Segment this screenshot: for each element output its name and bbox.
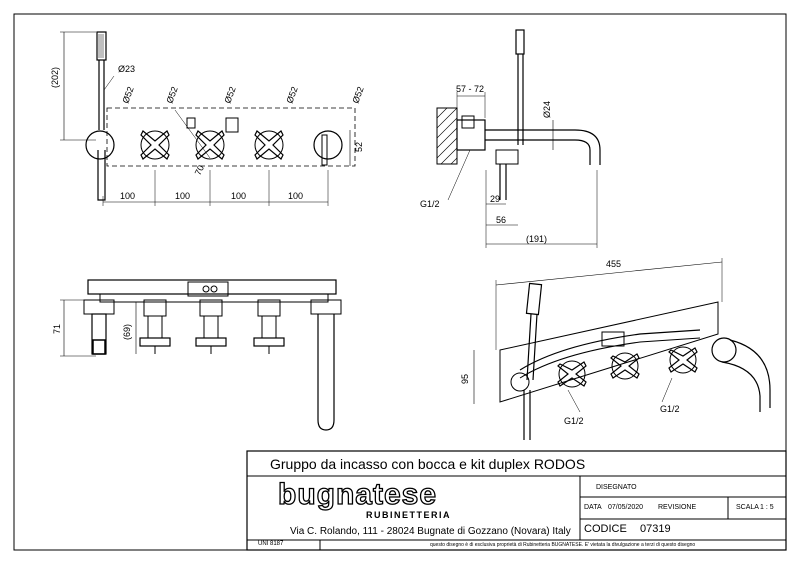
dim-57-72: 57 - 72 (456, 84, 484, 94)
codice-label: CODICE (584, 523, 627, 535)
dim-dia-52-d: Ø52 (284, 85, 299, 104)
dim-spacing-2: 100 (175, 191, 190, 201)
dim-dia-52-e: Ø52 (350, 85, 365, 104)
disegnato-label: DISEGNATO (596, 484, 637, 491)
iso-view-labels: 455 95 G1/2 G1/2 (460, 259, 680, 426)
dim-dia-52-c: Ø52 (222, 85, 237, 104)
dim-dia-23: Ø23 (118, 64, 135, 74)
footer-standard: UNI 8187 (258, 541, 284, 547)
dim-dia-52-b: Ø52 (164, 85, 179, 104)
dim-71: 71 (52, 324, 62, 334)
side-view (436, 29, 601, 248)
dim-spacing-4: 100 (288, 191, 303, 201)
scala-value: 1 : 5 (760, 504, 774, 511)
data-value: 07/05/2020 (608, 504, 644, 511)
dim-70: 70 (193, 164, 206, 177)
drawing-title: Gruppo da incasso con bocca e kit duplex… (270, 456, 586, 472)
revisione-label: REVISIONE (658, 504, 697, 511)
scala-label: SCALA (736, 504, 759, 511)
dim-56: 56 (496, 215, 506, 225)
dim-455: 455 (606, 259, 621, 269)
thread-g12-iso-a: G1/2 (564, 416, 584, 426)
footer-notice: questo disegno è di esclusiva proprietà … (430, 542, 696, 548)
brand-logo: bugnatese (277, 478, 438, 511)
dim-dia-52-a: Ø52 (120, 85, 135, 104)
side-view-labels: 57 - 72 Ø24 G1/2 29 56 (191) (420, 84, 552, 244)
brand-subtitle: RUBINETTERIA (366, 510, 451, 520)
dim-spacing-3: 100 (231, 191, 246, 201)
front-view (60, 31, 356, 206)
brand-address: Via C. Rolando, 111 - 28024 Bugnate di G… (290, 526, 571, 537)
front-view-labels: (202) Ø23 Ø52 Ø52 Ø52 Ø52 Ø52 70 52 100 … (50, 64, 366, 201)
iso-view (473, 258, 771, 440)
dim-52: 52 (354, 142, 364, 152)
dim-spacing-1: 100 (120, 191, 135, 201)
dim-height-202: (202) (50, 67, 60, 88)
codice-value: 07319 (640, 523, 671, 535)
data-label: DATA (584, 504, 602, 511)
dim-191: (191) (526, 234, 547, 244)
thread-g12-iso-b: G1/2 (660, 404, 680, 414)
dim-95: 95 (460, 374, 470, 384)
thread-g12-side: G1/2 (420, 199, 440, 209)
dim-69: (69) (122, 324, 132, 340)
dim-dia-24: Ø24 (542, 101, 552, 118)
brand-name: bugnatese (277, 478, 438, 511)
dim-29: 29 (490, 194, 500, 204)
bottom-view-labels: 71 (69) (52, 324, 132, 340)
bottom-view (60, 279, 342, 431)
title-block (246, 450, 787, 551)
